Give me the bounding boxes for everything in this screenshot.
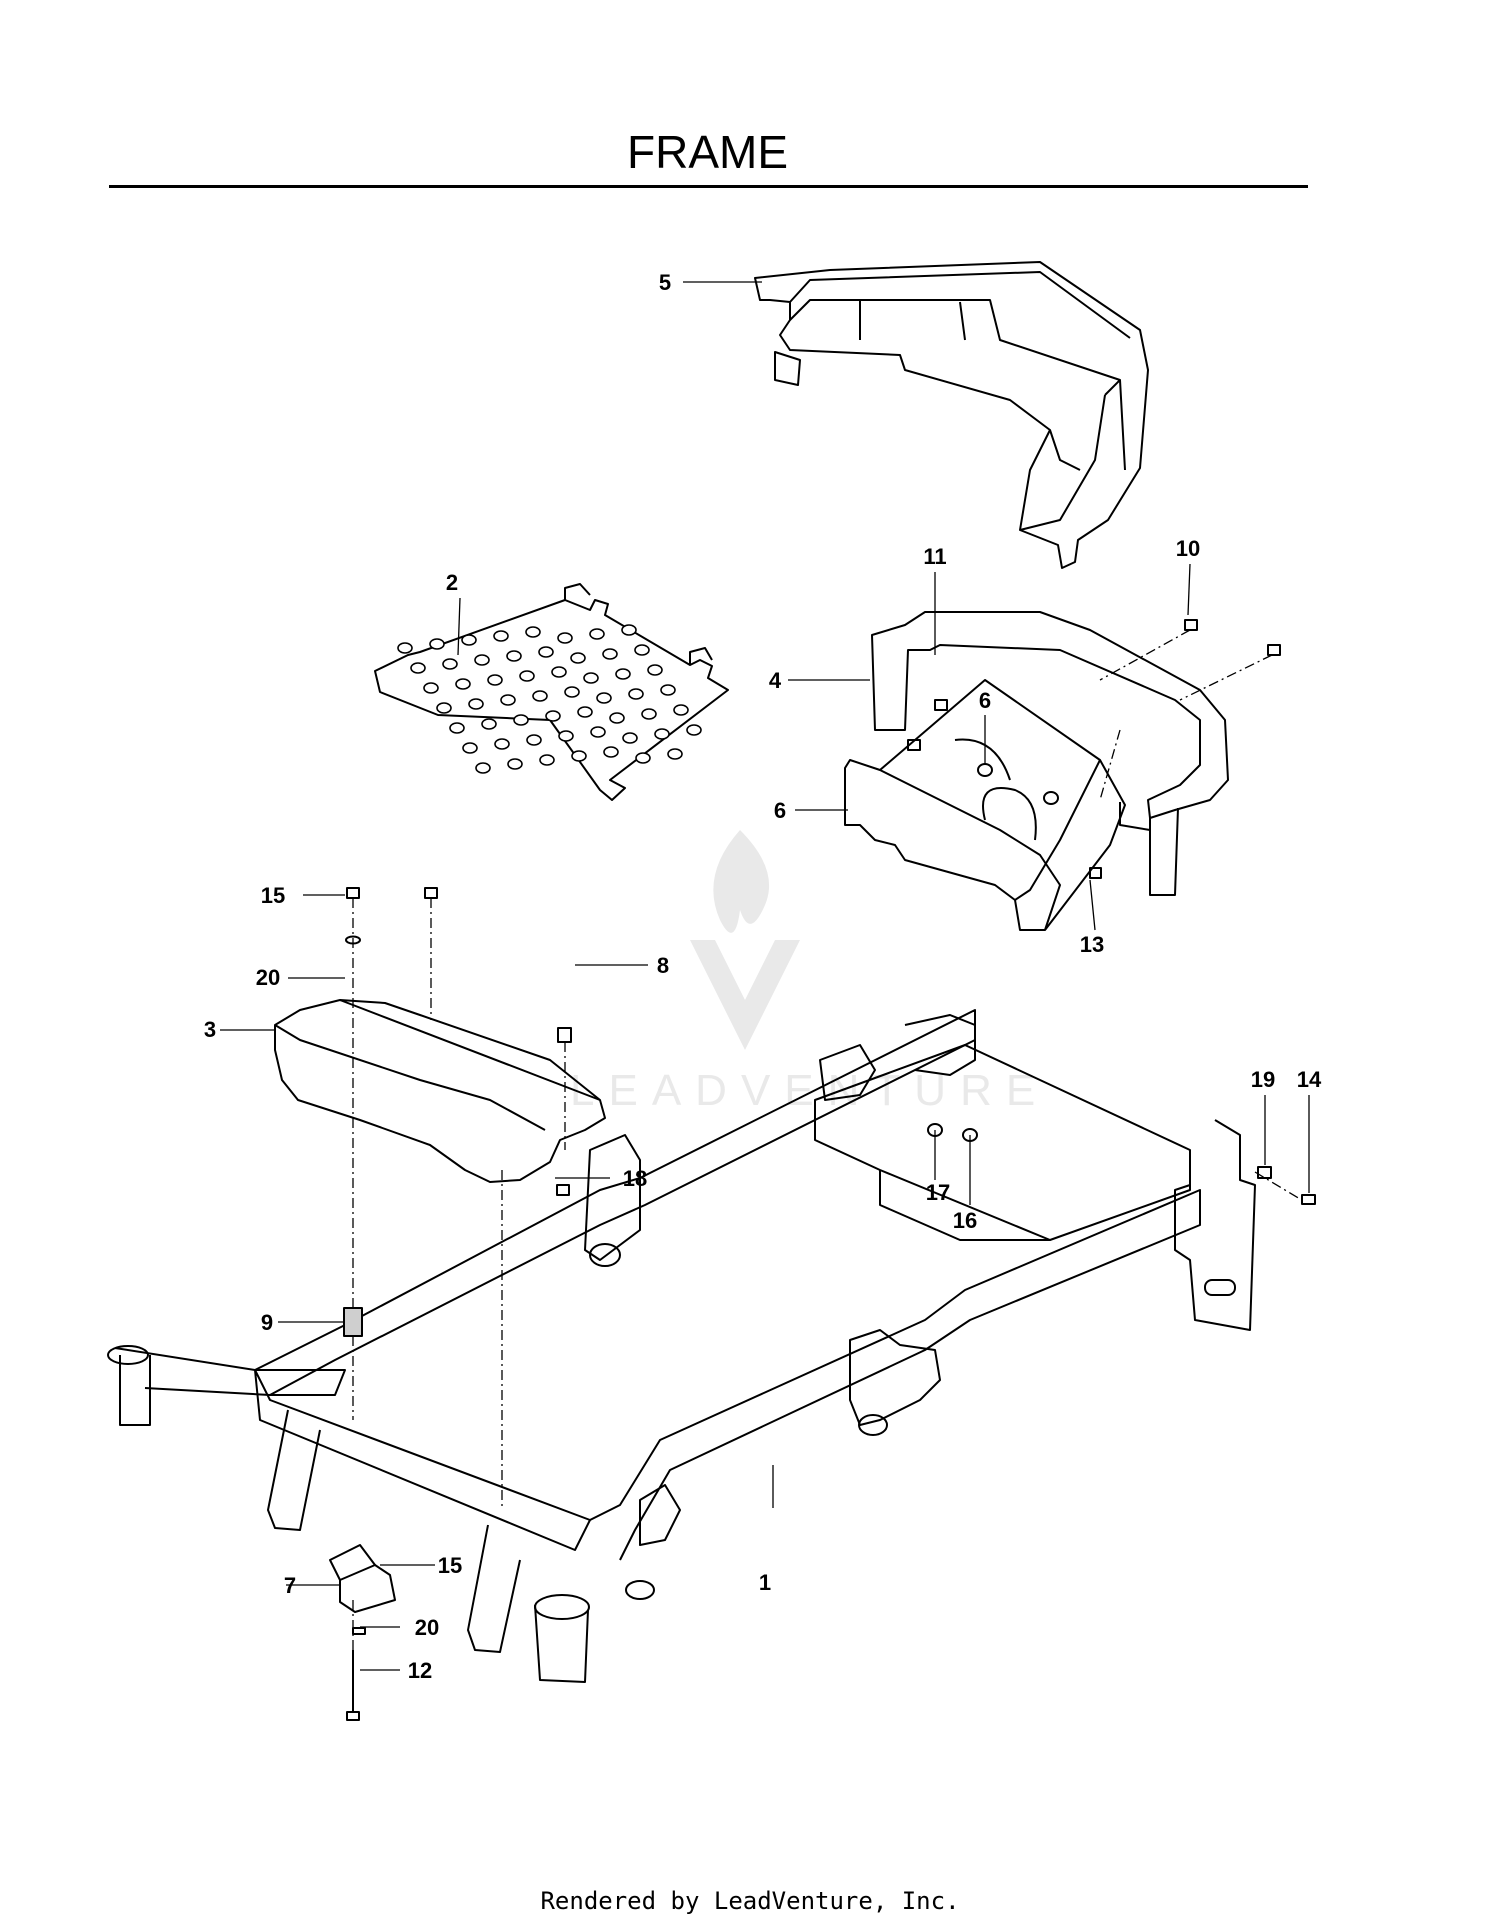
callout-6-upper: 6 (979, 688, 991, 713)
part-6-seat-mount (844, 679, 1126, 931)
callout-1: 1 (759, 1570, 771, 1595)
floor-plate-hole (609, 712, 625, 724)
floor-plate-hole (493, 630, 509, 642)
floor-plate-hole (603, 746, 619, 758)
floor-plate-hole (634, 644, 650, 656)
floor-plate-hole (475, 762, 491, 774)
callout-19: 19 (1251, 1067, 1275, 1092)
floor-plate-hole (557, 632, 573, 644)
floor-plate-hole (686, 724, 702, 736)
callout-7: 7 (284, 1573, 296, 1598)
callout-11: 11 (923, 544, 946, 569)
callout-3: 3 (204, 1017, 216, 1042)
floor-plate-hole (525, 626, 541, 638)
floor-plate-hole (474, 654, 490, 666)
floor-plate-hole (673, 704, 689, 716)
callout-20-upper: 20 (256, 965, 280, 990)
floor-plate-hole (641, 708, 657, 720)
floor-plate-hole (513, 714, 529, 726)
callout-20-lower: 20 (415, 1615, 439, 1640)
part-1-main-frame (107, 1009, 1256, 1683)
floor-plate-holes (397, 624, 702, 774)
floor-plate-hole (615, 668, 631, 680)
callout-5: 5 (659, 270, 671, 295)
callout-16: 16 (953, 1208, 977, 1233)
callout-18: 18 (623, 1166, 647, 1191)
part-4-seat-bracket (871, 611, 1229, 896)
floor-plate-hole (590, 726, 606, 738)
floor-plate-hole (545, 710, 561, 722)
floor-plate-hole (506, 650, 522, 662)
part-12-bolt (346, 1650, 360, 1721)
floor-plate-hole (429, 638, 445, 650)
floor-plate-hole (583, 672, 599, 684)
floor-plate-hole (532, 690, 548, 702)
watermark-logo: LEADVENTURE (570, 830, 1049, 1115)
floor-plate-hole (596, 692, 612, 704)
floor-plate-hole (539, 754, 555, 766)
floor-plate-hole (660, 684, 676, 696)
part-3-seat (274, 999, 606, 1183)
floor-plate-hole (397, 642, 413, 654)
floor-plate-hole (481, 718, 497, 730)
floor-plate-hole (442, 658, 458, 670)
assembly-lines (352, 629, 1301, 1650)
floor-plate-hole (500, 694, 516, 706)
watermark-text: LEADVENTURE (570, 1066, 1049, 1115)
callout-labels: 1 2 3 4 5 6 6 7 8 9 10 11 12 13 14 15 15… (204, 270, 1322, 1683)
floor-plate-hole (558, 730, 574, 742)
callout-4: 4 (769, 668, 782, 693)
floor-plate-hole (462, 742, 478, 754)
callout-12: 12 (408, 1658, 432, 1683)
part-7-latch-plate (329, 1544, 396, 1613)
part-5-rear-guard (754, 261, 1149, 569)
floor-plate-hole (647, 664, 663, 676)
callout-17: 17 (926, 1180, 950, 1205)
fasteners (345, 619, 1316, 1635)
floor-plate-hole (577, 706, 593, 718)
floor-plate-hole (635, 752, 651, 764)
callout-leaders (220, 281, 1310, 1671)
floor-plate-hole (654, 728, 670, 740)
floor-plate-hole (621, 624, 637, 636)
floor-plate-hole (468, 698, 484, 710)
floor-plate-hole (622, 732, 638, 744)
floor-plate-hole (628, 688, 644, 700)
callout-8: 8 (657, 953, 669, 978)
floor-plate-hole (423, 682, 439, 694)
floor-plate-hole (538, 646, 554, 658)
floor-plate-hole (667, 748, 683, 760)
floor-plate-hole (494, 738, 510, 750)
floor-plate-hole (436, 702, 452, 714)
callout-13: 13 (1080, 932, 1104, 957)
page-title: FRAME (627, 126, 788, 178)
floor-plate-hole (570, 652, 586, 664)
callout-2: 2 (446, 570, 458, 595)
callout-14: 14 (1297, 1067, 1322, 1092)
callout-15-upper: 15 (261, 883, 285, 908)
floor-plate-hole (487, 674, 503, 686)
callout-15-lower: 15 (438, 1553, 462, 1578)
part-9-spacer (343, 1307, 363, 1337)
floor-plate-hole (449, 722, 465, 734)
floor-plate-hole (551, 666, 567, 678)
floor-plate-hole (564, 686, 580, 698)
floor-plate-hole (602, 648, 618, 660)
floor-plate-hole (519, 670, 535, 682)
callout-6-lower: 6 (774, 798, 786, 823)
floor-plate-hole (526, 734, 542, 746)
floor-plate-hole (507, 758, 523, 770)
floor-plate-hole (461, 634, 477, 646)
floor-plate-hole (571, 750, 587, 762)
floor-plate-hole (589, 628, 605, 640)
footer-credit: Rendered by LeadVenture, Inc. (540, 1887, 960, 1915)
floor-plate-hole (455, 678, 471, 690)
callout-9: 9 (261, 1310, 273, 1335)
callout-10: 10 (1176, 536, 1200, 561)
part-2-floor-plate (374, 583, 729, 801)
title-underline (109, 185, 1308, 188)
floor-plate-hole (410, 662, 426, 674)
